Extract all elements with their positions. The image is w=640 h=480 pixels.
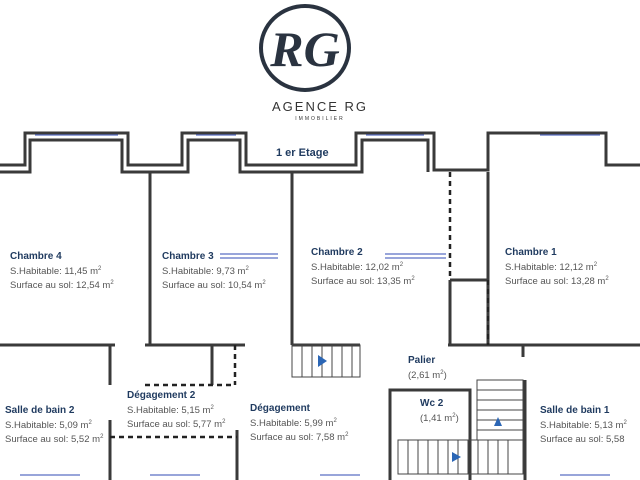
room-name-wc-2: Wc 2 — [420, 398, 444, 409]
room-sol-salle-de-bain-1: Surface au sol: 5,58 — [540, 434, 625, 445]
room-name-chambre-2: Chambre 2 — [311, 247, 363, 258]
room-name-salle-de-bain-2: Salle de bain 2 — [5, 405, 75, 416]
agency-tagline: IMMOBILIER — [295, 116, 345, 122]
room-name-degagement: Dégagement — [250, 403, 311, 414]
stairs-upper — [291, 344, 361, 378]
room-habitable-chambre-4: S.Habitable: 11,45 m2 — [10, 266, 102, 278]
room-name-chambre-3: Chambre 3 — [162, 251, 214, 262]
room-habitable-chambre-2: S.Habitable: 12,02 m2 — [311, 262, 404, 274]
room-sol-salle-de-bain-2: Surface au sol: 5,52 m2 — [5, 434, 104, 446]
room-name-degagement-2: Dégagement 2 — [127, 390, 196, 401]
room-name-salle-de-bain-1: Salle de bain 1 — [540, 405, 610, 416]
room-sol-chambre-4: Surface au sol: 12,54 m2 — [10, 280, 114, 292]
room-name-palier: Palier — [408, 355, 436, 366]
room-habitable-salle-de-bain-2: S.Habitable: 5,09 m2 — [5, 420, 92, 432]
logo-monogram: RG — [269, 21, 339, 77]
room-habitable-degagement: S.Habitable: 5,99 m2 — [250, 418, 337, 430]
room-habitable-chambre-3: S.Habitable: 9,73 m2 — [162, 266, 249, 278]
room-name-chambre-4: Chambre 4 — [10, 251, 62, 262]
room-area-wc-2: (1,41 m2) — [420, 413, 459, 425]
room-sol-degagement: Surface au sol: 7,58 m2 — [250, 432, 349, 444]
room-habitable-salle-de-bain-1: S.Habitable: 5,13 m2 — [540, 420, 627, 432]
room-sol-degagement-2: Surface au sol: 5,77 m2 — [127, 419, 226, 431]
room-sol-chambre-2: Surface au sol: 13,35 m2 — [311, 276, 415, 288]
room-name-chambre-1: Chambre 1 — [505, 247, 557, 258]
stairs-arrow-upper — [318, 355, 327, 367]
room-sol-chambre-1: Surface au sol: 13,28 m2 — [505, 276, 609, 288]
wc-walls — [388, 388, 472, 480]
agency-name: AGENCE RG — [271, 99, 368, 114]
stairs-bottom — [397, 439, 524, 475]
room-sol-chambre-3: Surface au sol: 10,54 m2 — [162, 280, 266, 292]
stairs-arrow-bottom — [452, 452, 461, 462]
room-area-palier: (2,61 m2) — [408, 370, 447, 382]
agency-logo-emblem: RG — [259, 4, 351, 92]
stairs-arrow-right — [494, 417, 502, 426]
outer-top-wall — [0, 131, 640, 172]
room-habitable-degagement-2: S.Habitable: 5,15 m2 — [127, 405, 214, 417]
floor-label: 1 er Etage — [276, 147, 329, 159]
room-habitable-chambre-1: S.Habitable: 12,12 m2 — [505, 262, 598, 274]
inner-top-wall — [0, 138, 430, 174]
